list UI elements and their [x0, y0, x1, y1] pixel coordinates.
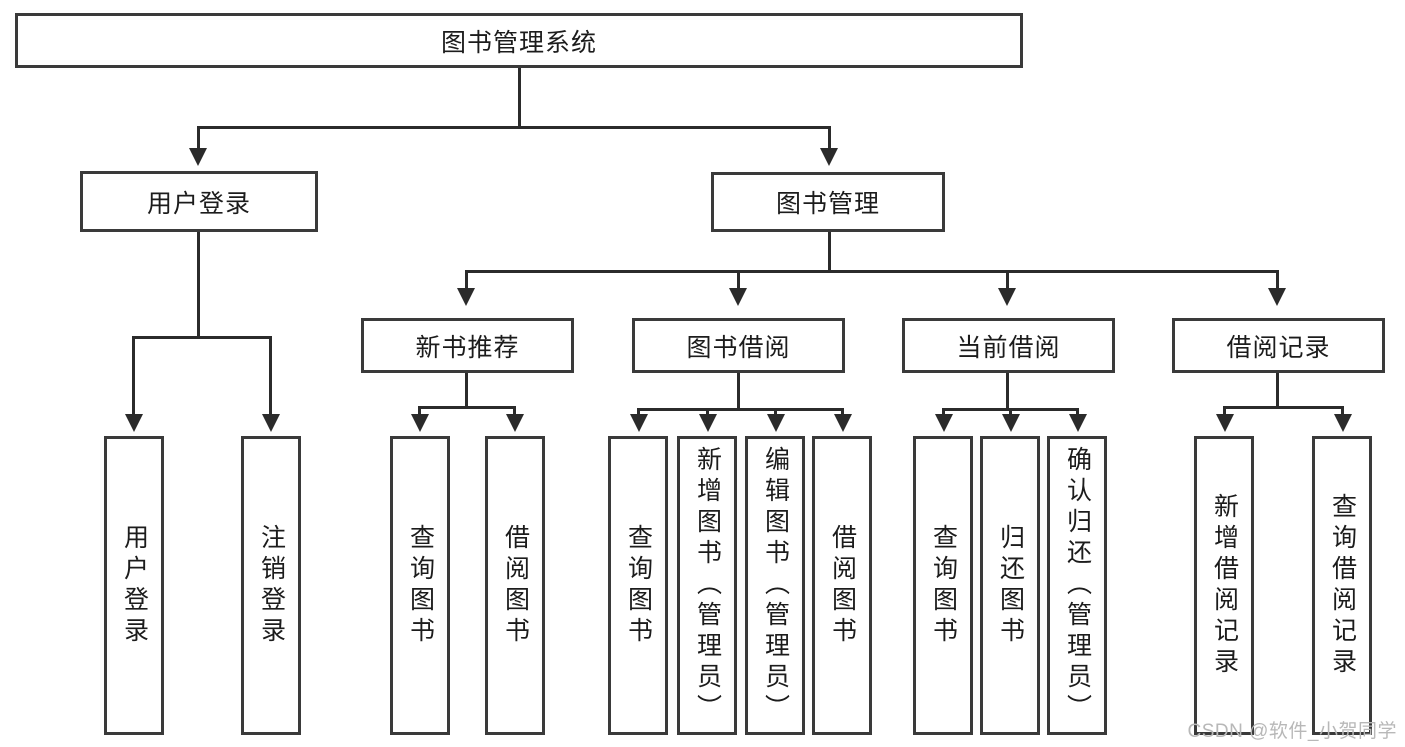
leaf-br-query-record[interactable]: 查询借阅记录: [1312, 436, 1372, 735]
edge-root-to-book-management: [828, 126, 831, 148]
node-book-management[interactable]: 图书管理: [711, 172, 945, 232]
arrowhead-cb-leaf-3: [1069, 414, 1087, 432]
arrowhead-br-leaf-2: [1334, 414, 1352, 432]
leaf-br-add-record[interactable]: 新增借阅记录: [1194, 436, 1254, 735]
arrowhead-bb-leaf-3: [767, 414, 785, 432]
arrowhead-current-borrow: [998, 288, 1016, 306]
edge-bm-drop-4: [1276, 270, 1279, 290]
leaf-label: 注销登录: [257, 523, 286, 648]
edge-br-stem: [1276, 373, 1279, 408]
edge-br-drop-1: [1223, 406, 1226, 418]
leaf-bb-edit-book-admin[interactable]: 编辑图书（管理员）: [745, 436, 805, 735]
leaf-nbr-query-books[interactable]: 查询图书: [390, 436, 450, 735]
arrowhead-nbr-leaf-1: [411, 414, 429, 432]
edge-root-to-user-login: [197, 126, 200, 148]
leaf-bb-add-book-admin[interactable]: 新增图书（管理员）: [677, 436, 737, 735]
edge-root-bus: [197, 126, 831, 129]
arrowhead-bb-leaf-2: [699, 414, 717, 432]
edge-cb-stem: [1006, 373, 1009, 410]
leaf-nbr-borrow-books[interactable]: 借阅图书: [485, 436, 545, 735]
edge-user-login-stem: [197, 232, 200, 338]
node-root-book-management-system[interactable]: 图书管理系统: [15, 13, 1023, 68]
leaf-label: 借阅图书: [501, 523, 530, 648]
arrowhead-user-login-leaf-2: [262, 414, 280, 432]
watermark-text: CSDN @软件_小贺同学: [1187, 721, 1397, 742]
node-label: 图书借阅: [686, 333, 791, 362]
leaf-label: 借阅图书: [828, 523, 857, 648]
arrowhead-bb-leaf-4: [834, 414, 852, 432]
node-book-borrow[interactable]: 图书借阅: [632, 318, 845, 373]
node-current-borrow[interactable]: 当前借阅: [902, 318, 1115, 373]
node-new-book-recommend[interactable]: 新书推荐: [361, 318, 574, 373]
leaf-user-login-login[interactable]: 用户登录: [104, 436, 164, 735]
arrowhead-bb-leaf-1: [630, 414, 648, 432]
node-label: 当前借阅: [956, 333, 1061, 362]
leaf-label: 查询借阅记录: [1328, 492, 1357, 679]
leaf-cb-confirm-return-admin[interactable]: 确认归还（管理员）: [1047, 436, 1107, 735]
edge-root-stem: [518, 68, 521, 128]
leaf-label: 新增借阅记录: [1210, 492, 1239, 679]
edge-user-login-drop-1: [132, 336, 135, 418]
arrowhead-new-book-recommend: [457, 288, 475, 306]
arrowhead-cb-leaf-2: [1002, 414, 1020, 432]
edge-user-login-bus: [132, 336, 271, 339]
leaf-label: 查询图书: [624, 523, 653, 648]
arrowhead-nbr-leaf-2: [506, 414, 524, 432]
edge-book-management-bus: [465, 270, 1279, 273]
arrowhead-to-user-login: [189, 148, 207, 166]
edge-nbr-stem: [465, 373, 468, 408]
edge-br-drop-2: [1341, 406, 1344, 418]
edge-cb-drop-1: [942, 408, 945, 418]
arrowhead-br-leaf-1: [1216, 414, 1234, 432]
edge-nbr-drop-2: [513, 406, 516, 418]
edge-br-bus: [1223, 406, 1344, 409]
node-label: 图书管理: [775, 190, 880, 218]
edge-bb-drop-4: [841, 408, 844, 418]
leaf-cb-query-books[interactable]: 查询图书: [913, 436, 973, 735]
leaf-label: 确认归还（管理员）: [1063, 446, 1092, 725]
leaf-bb-query-books[interactable]: 查询图书: [608, 436, 668, 735]
leaf-bb-borrow-books[interactable]: 借阅图书: [812, 436, 872, 735]
node-borrow-records[interactable]: 借阅记录: [1172, 318, 1385, 373]
leaf-cb-return-books[interactable]: 归还图书: [980, 436, 1040, 735]
node-label: 图书管理系统: [440, 28, 597, 57]
arrowhead-cb-leaf-1: [935, 414, 953, 432]
node-user-login[interactable]: 用户登录: [80, 171, 318, 232]
edge-cb-drop-3: [1076, 408, 1079, 418]
edge-bm-drop-2: [737, 270, 740, 290]
edge-book-management-stem: [828, 232, 831, 272]
edge-bb-drop-3: [774, 408, 777, 418]
node-label: 用户登录: [146, 189, 251, 218]
leaf-label: 归还图书: [996, 523, 1025, 648]
edge-bb-drop-1: [637, 408, 640, 418]
arrowhead-to-book-management: [820, 148, 838, 166]
edge-bb-drop-2: [706, 408, 709, 418]
node-label: 新书推荐: [415, 333, 520, 362]
arrowhead-borrow-records: [1268, 288, 1286, 306]
edge-user-login-drop-2: [269, 336, 272, 418]
leaf-label: 查询图书: [406, 523, 435, 648]
leaf-label: 用户登录: [120, 523, 149, 648]
leaf-label: 查询图书: [929, 523, 958, 648]
arrowhead-book-borrow: [729, 288, 747, 306]
edge-bb-bus: [637, 408, 843, 411]
leaf-user-login-logout[interactable]: 注销登录: [241, 436, 301, 735]
edge-cb-drop-2: [1009, 408, 1012, 418]
edge-nbr-drop-1: [418, 406, 421, 418]
edge-bb-stem: [737, 373, 740, 410]
edge-bm-drop-1: [465, 270, 468, 290]
edge-bm-drop-3: [1006, 270, 1009, 290]
leaf-label: 编辑图书（管理员）: [761, 446, 790, 725]
node-label: 借阅记录: [1226, 333, 1331, 362]
arrowhead-user-login-leaf-1: [125, 414, 143, 432]
edge-nbr-bus: [418, 406, 516, 409]
leaf-label: 新增图书（管理员）: [693, 446, 722, 725]
